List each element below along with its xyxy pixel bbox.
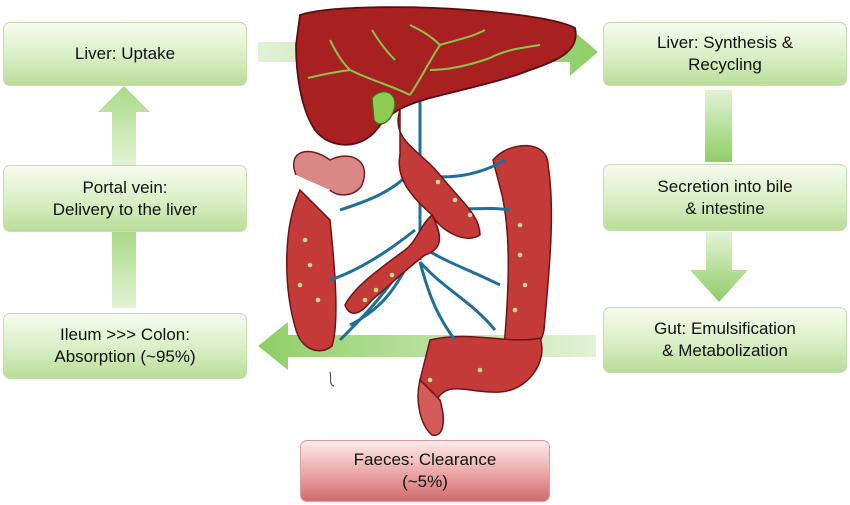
box-liver-synthesis: Liver: Synthesis & Recycling [603,22,847,86]
arrow-ileum-to-portal [112,232,136,308]
box-ileum-colon-line2: Absorption (~95%) [54,347,196,366]
box-ileum-colon-line1: Ileum >>> Colon: [60,325,190,344]
box-liver-synthesis-line2: Recycling [688,55,762,74]
liver [295,6,577,146]
arrow-portal-to-uptake [98,86,150,165]
box-liver-synthesis-line1: Liver: Synthesis & [656,33,794,52]
box-ileum-colon: Ileum >>> Colon: Absorption (~95%) [3,313,247,379]
box-secretion-line2: & intestine [685,198,765,218]
box-liver-uptake: Liver: Uptake [3,22,247,86]
box-portal-vein-line1: Portal vein: [82,177,168,197]
box-faeces-line1: Faeces: Clearance [353,450,497,469]
box-portal-vein-line2: Delivery to the liver [52,199,198,219]
arrow-synthesis-to-secretion [705,90,732,162]
arrow-secretion-to-gut [690,232,748,302]
box-portal-vein: Portal vein: Delivery to the liver [3,165,247,232]
particles [297,179,528,383]
box-secretion: Secretion into bile & intestine [603,164,847,231]
box-gut-line2: & Metabolization [662,341,788,360]
box-gut: Gut: Emulsification & Metabolization [603,307,847,373]
box-gut-line1: Gut: Emulsification [654,319,796,338]
box-faeces-line2: (~5%) [402,472,448,491]
box-faeces: Faeces: Clearance (~5%) [300,440,550,502]
arrow-gut-to-ileum [258,322,596,370]
box-liver-uptake-label: Liver: Uptake [74,44,176,63]
small-intestine [344,109,481,314]
box-secretion-line1: Secretion into bile [657,176,793,196]
